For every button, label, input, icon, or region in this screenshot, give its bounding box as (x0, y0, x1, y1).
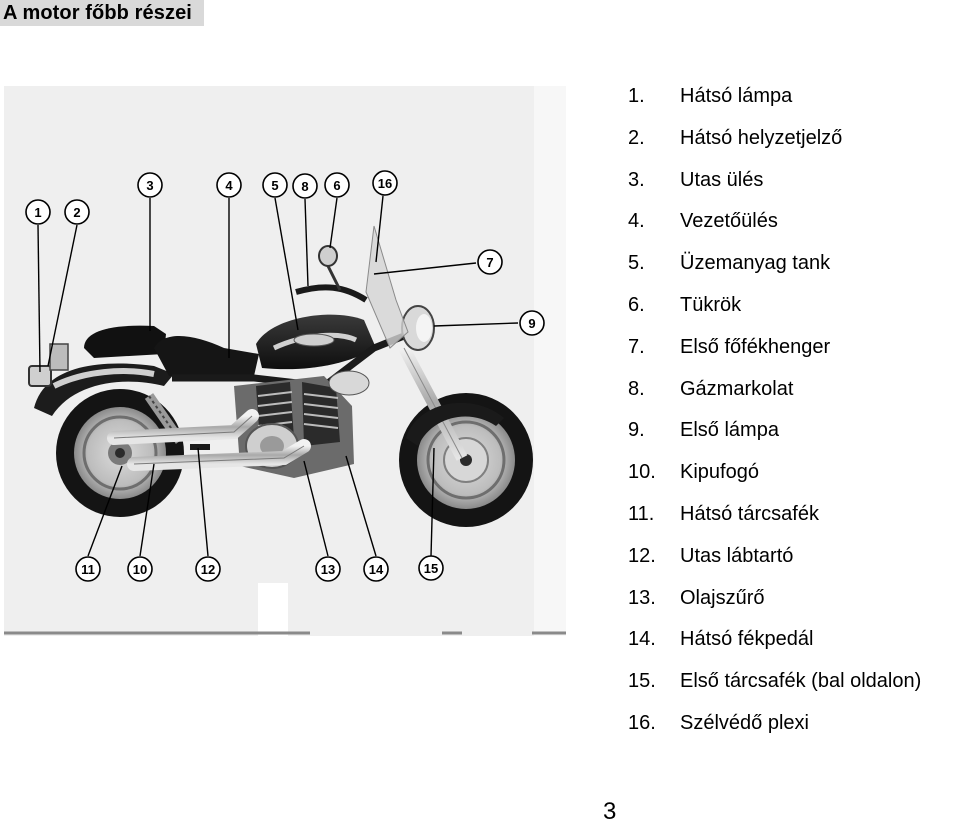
callout-label-13: 13 (321, 562, 335, 577)
list-item: 9.Első lámpa (628, 419, 779, 442)
list-item: 2.Hátsó helyzetjelző (628, 126, 843, 149)
callout-9: 9 (519, 310, 545, 336)
page-title: A motor főbb részei (3, 2, 192, 24)
list-item: 10.Kipufogó (628, 461, 759, 484)
handlebar (295, 284, 368, 303)
callout-15: 15 (418, 555, 444, 581)
callout-2: 2 (64, 199, 90, 225)
callout-label-8: 8 (301, 179, 308, 194)
callout-14: 14 (363, 556, 389, 582)
list-item: 13.Olajszűrő (628, 586, 765, 609)
list-item: 12.Utas lábtartó (628, 544, 794, 567)
callout-13: 13 (315, 556, 341, 582)
passenger-footrest (190, 444, 210, 450)
list-item: 7.Első főfékhenger (628, 335, 831, 358)
list-item: 6.Tükrök (628, 293, 742, 316)
rider-seat (154, 335, 259, 376)
callout-label-5: 5 (271, 178, 278, 193)
motorcycle-figure: 1 2 3 4 5 8 6 16 7 9 11 10 12 13 14 15 (4, 86, 566, 636)
section-header: A motor főbb részei (0, 0, 204, 26)
front-fender (406, 402, 504, 446)
list-item: 4.Vezetőülés (628, 210, 778, 233)
callout-label-16: 16 (378, 176, 392, 191)
callout-6: 6 (324, 172, 350, 198)
list-item: 5.Üzemanyag tank (628, 252, 831, 275)
callout-label-2: 2 (73, 205, 80, 220)
callout-label-15: 15 (424, 561, 438, 576)
callout-8: 8 (292, 173, 318, 199)
callout-11: 11 (75, 556, 101, 582)
list-item: 14.Hátsó fékpedál (628, 628, 814, 651)
callout-12: 12 (195, 556, 221, 582)
callout-label-3: 3 (146, 178, 153, 193)
motorcycle-diagram: 1 2 3 4 5 8 6 16 7 9 11 10 12 13 14 15 (4, 86, 566, 636)
callout-label-10: 10 (133, 562, 147, 577)
callout-10: 10 (127, 556, 153, 582)
list-item: 15.Első tárcsafék (bal oldalon) (628, 670, 922, 693)
callout-label-6: 6 (333, 178, 340, 193)
figure-right-strip (534, 86, 566, 636)
callout-label-1: 1 (34, 205, 41, 220)
mirror (318, 245, 338, 267)
callouts: 1 2 3 4 5 8 6 16 7 9 11 10 12 13 14 15 (25, 170, 545, 582)
parts-list: 1.Hátsó lámpa 2.Hátsó helyzetjelző 3.Uta… (628, 84, 921, 753)
callout-label-7: 7 (486, 255, 493, 270)
callout-label-14: 14 (369, 562, 384, 577)
callout-label-12: 12 (201, 562, 215, 577)
list-item: 8.Gázmarkolat (628, 377, 794, 400)
list-item: 16.Szélvédő plexi (628, 711, 809, 734)
list-item: 11.Hátsó tárcsafék (628, 502, 819, 525)
callout-label-4: 4 (225, 178, 233, 193)
list-item: 1.Hátsó lámpa (628, 85, 793, 107)
label-gap-1 (258, 583, 288, 636)
leader-lines (37, 195, 519, 557)
passenger-seat (84, 325, 166, 358)
page-number: 3 (603, 798, 617, 825)
rear-wheel (56, 389, 184, 517)
callout-5: 5 (262, 172, 288, 198)
exhaust (107, 409, 311, 471)
callout-7: 7 (477, 249, 503, 275)
callout-4: 4 (216, 172, 242, 198)
callout-1: 1 (25, 199, 51, 225)
callout-3: 3 (137, 172, 163, 198)
list-item: 3.Utas ülés (628, 168, 764, 191)
callout-16: 16 (372, 170, 398, 196)
callout-label-11: 11 (81, 562, 95, 577)
callout-label-9: 9 (528, 316, 535, 331)
